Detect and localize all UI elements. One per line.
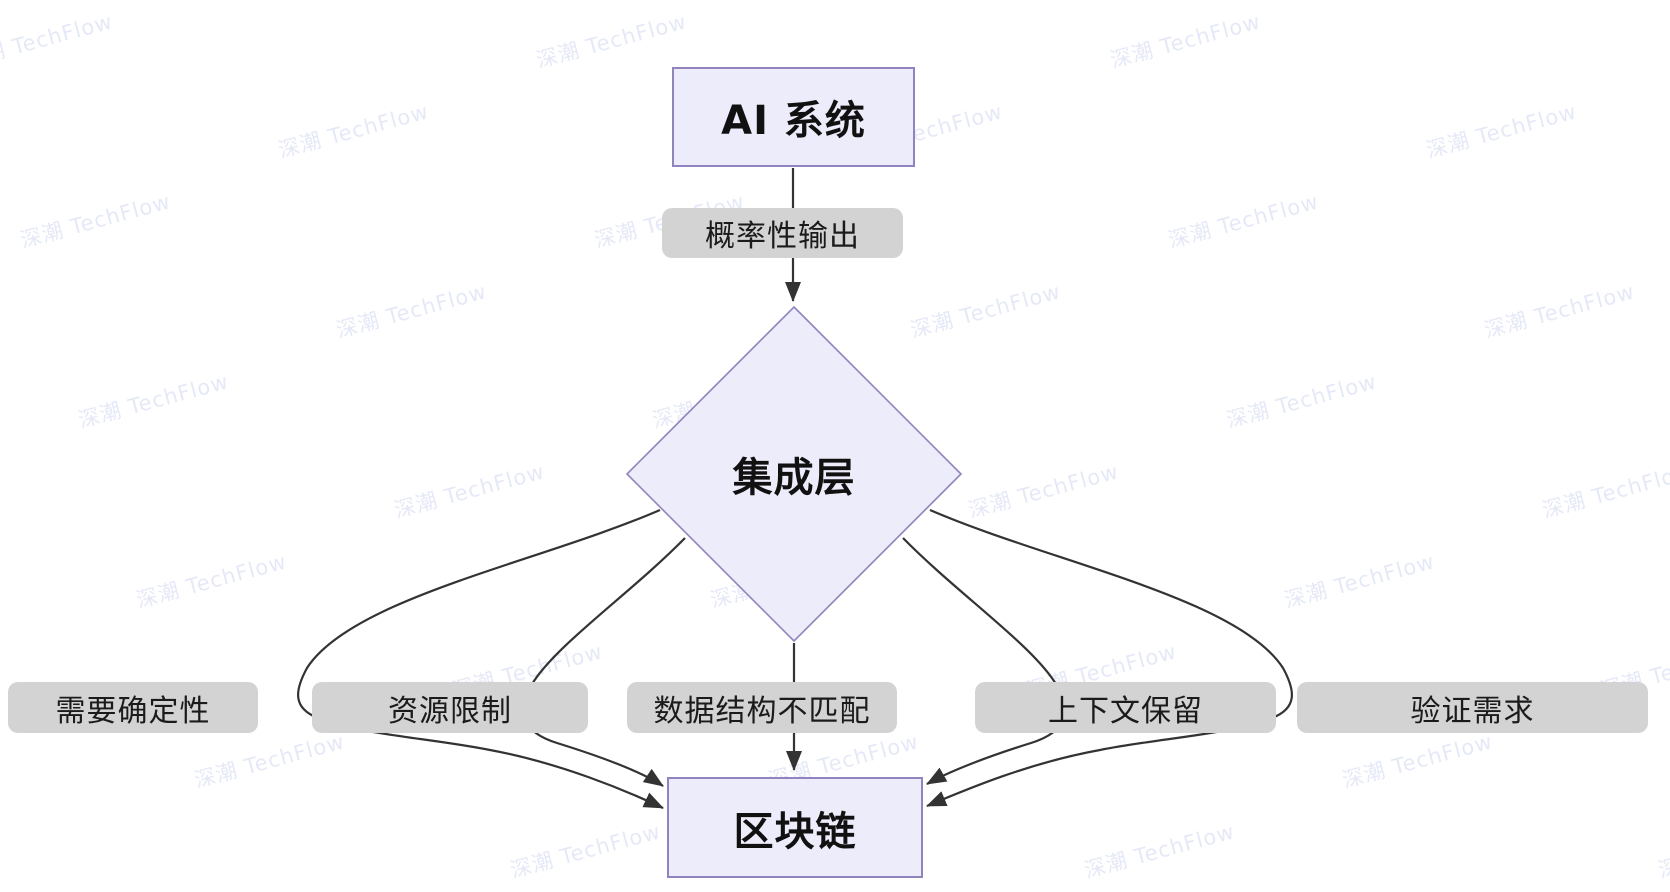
integration-diamond-node — [625, 305, 963, 643]
edge-need-determinism — [296, 508, 664, 809]
edge-resource-limits — [522, 537, 686, 787]
edge-context-retention — [902, 537, 1066, 785]
edge-verification-needs — [926, 508, 1294, 808]
